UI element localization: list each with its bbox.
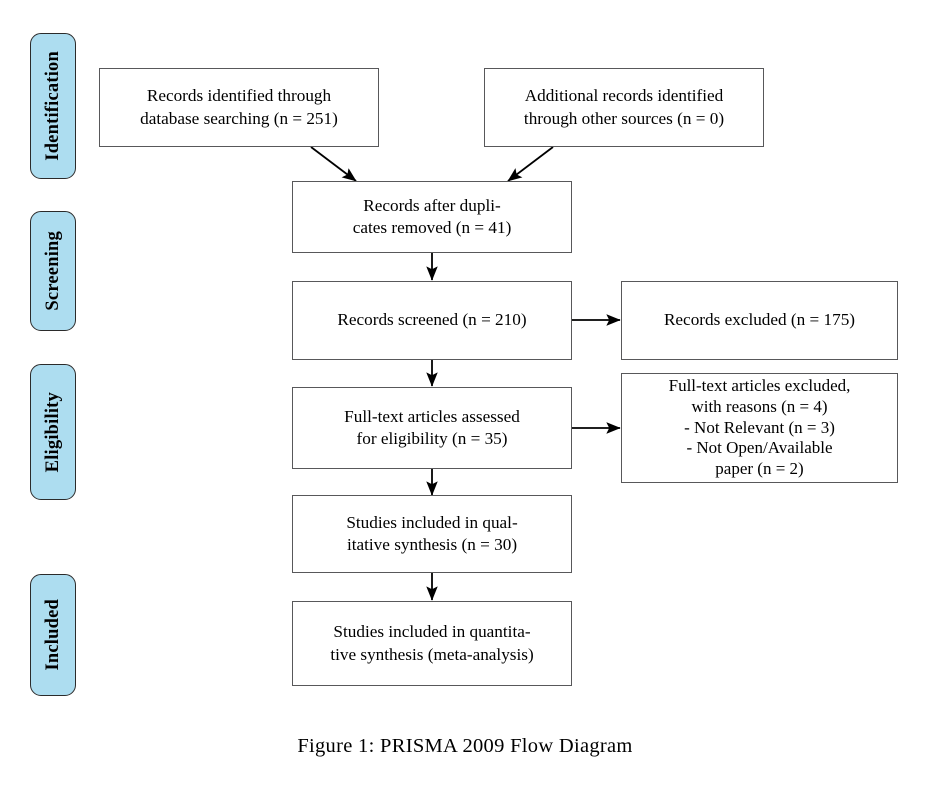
box-records-identified-other: Additional records identified through ot… [484, 68, 764, 147]
box-records-identified-database: Records identified through database sear… [99, 68, 379, 147]
box-studies-quantitative-text: Studies included in quantita- tive synth… [330, 622, 534, 664]
stage-label-identification-text: Identification [42, 51, 63, 161]
box-studies-quantitative: Studies included in quantita- tive synth… [292, 601, 572, 686]
box-records-after-duplicates: Records after dupli- cates removed (n = … [292, 181, 572, 253]
box-records-identified-database-text: Records identified through database sear… [140, 86, 338, 128]
stage-label-eligibility-text: Eligibility [42, 391, 63, 473]
figure-caption: Figure 1: PRISMA 2009 Flow Diagram [297, 735, 633, 757]
stage-label-eligibility: Eligibility [30, 364, 76, 500]
box-fulltext-excluded: Full-text articles excluded, with reason… [621, 373, 898, 483]
arrow-other-to-duplicates [507, 146, 554, 182]
box-studies-qualitative: Studies included in qual- itative synthe… [292, 495, 572, 573]
box-records-after-duplicates-text: Records after dupli- cates removed (n = … [352, 195, 512, 237]
box-records-excluded: Records excluded (n = 175) [621, 281, 898, 360]
stage-label-included-text: Included [42, 599, 63, 671]
box-fulltext-excluded-text: Full-text articles excluded, with reason… [668, 376, 851, 479]
box-records-screened-text: Records screened (n = 210) [337, 310, 527, 330]
box-records-screened: Records screened (n = 210) [292, 281, 572, 360]
stage-label-screening-text: Screening [42, 231, 63, 311]
box-records-excluded-text: Records excluded (n = 175) [663, 310, 856, 330]
arrow-database-to-duplicates [310, 146, 357, 182]
stage-label-identification: Identification [30, 33, 76, 179]
stage-label-included: Included [30, 574, 76, 696]
box-records-identified-other-text: Additional records identified through ot… [523, 86, 725, 128]
box-fulltext-assessed-text: Full-text articles assessed for eligibil… [344, 406, 520, 448]
stage-label-screening: Screening [30, 211, 76, 331]
box-fulltext-assessed: Full-text articles assessed for eligibil… [292, 387, 572, 469]
box-studies-qualitative-text: Studies included in qual- itative synthe… [346, 512, 518, 554]
